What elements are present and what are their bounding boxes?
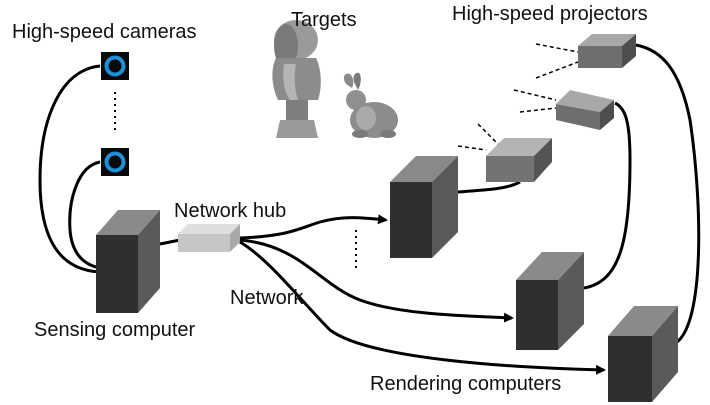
- network-cable-2: [239, 238, 514, 323]
- bunny-icon: [343, 72, 398, 138]
- camera-cable-top: [38, 64, 101, 274]
- camera-icon: [101, 148, 129, 176]
- sensing-to-hub-cable: [159, 238, 181, 246]
- projector-icon: [457, 123, 552, 182]
- network-cable-3: [239, 240, 606, 375]
- network-label: Network: [230, 287, 304, 309]
- sensing-computer-label: Sensing computer: [34, 319, 196, 341]
- rendering-computers-label: Rendering computers: [370, 373, 562, 395]
- bust-statue-icon: [272, 20, 321, 138]
- computer-icon: [390, 156, 458, 258]
- projector-icon: [513, 89, 614, 130]
- cameras-label: High-speed cameras: [12, 21, 197, 43]
- render-to-projector-cable-3: [635, 43, 701, 344]
- network-hub-icon: [178, 224, 240, 252]
- computer-icon: [96, 210, 160, 313]
- computer-icon: [516, 252, 584, 350]
- computer-icon: [608, 306, 678, 402]
- projectors-label: High-speed projectors: [452, 3, 648, 25]
- projector-icon: [535, 34, 636, 79]
- network-hub-label: Network hub: [174, 200, 287, 222]
- render-to-projector-cable-2: [583, 101, 632, 290]
- camera-cable-bottom: [68, 160, 101, 270]
- render-to-projector-cable-1: [457, 180, 521, 194]
- camera-icon: [101, 52, 129, 80]
- targets-label: Targets: [291, 9, 357, 31]
- network-cable-1: [239, 214, 388, 240]
